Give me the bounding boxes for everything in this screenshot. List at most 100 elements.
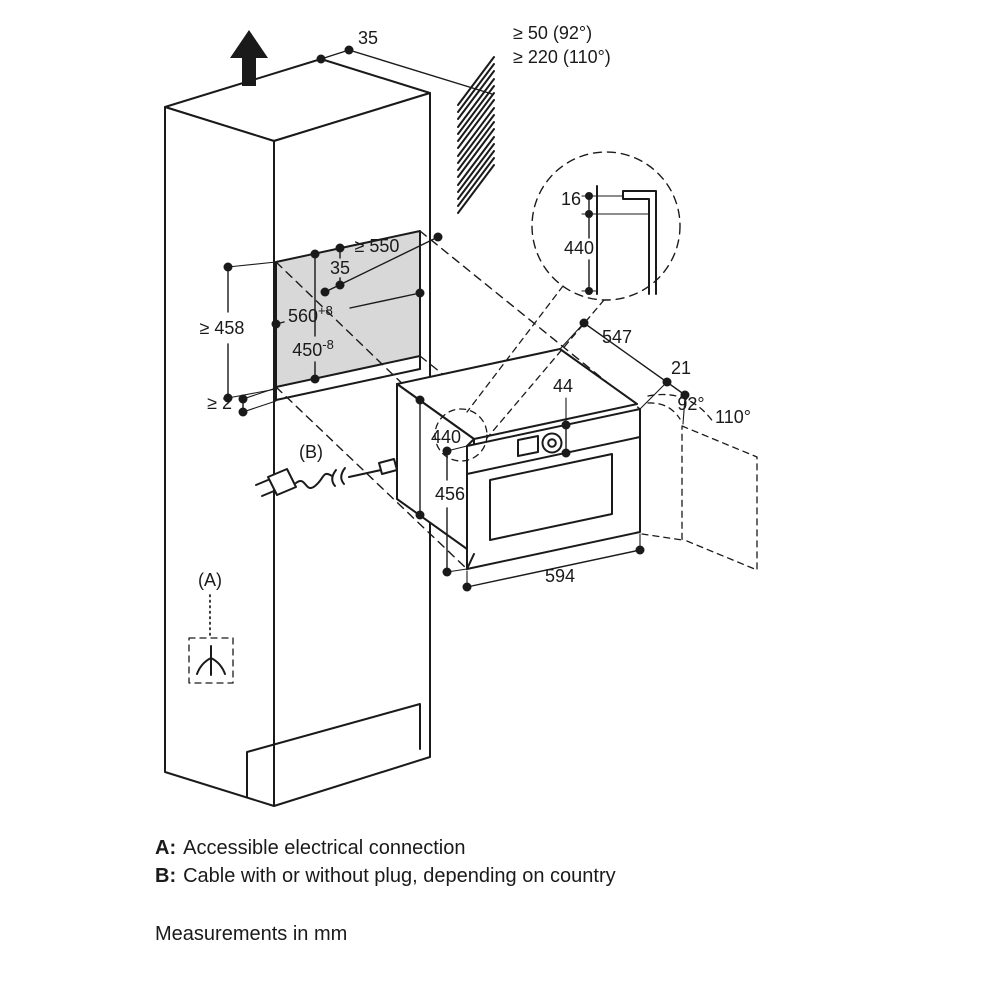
detail-view: 16 440 [434,151,681,462]
dim-top-gap: 35 [316,28,378,64]
detail-inset-label: 16 [561,189,581,209]
dim-top-gap-line [320,49,350,60]
dim-dot [223,262,233,272]
detail-source-circle [434,408,488,462]
door-angle-92-label: 92° [677,394,704,414]
wall-clearance-92-label: ≥ 50 (92°) [513,23,592,43]
dim-dot [462,582,472,592]
wall-clearance-110-label: ≥ 220 (110°) [513,47,611,67]
dim-body-height-label: 440 [431,427,461,447]
dim-niche-height: 450-8 [292,249,334,384]
cabinet-plinth [246,703,421,798]
wall-reference-line [348,49,493,95]
dim-front-panel-label: 456 [435,484,465,504]
dim-dot [415,510,425,520]
oven [396,348,641,570]
units-note: Measurements in mm [155,923,347,945]
dim-control-panel: 44 [553,376,573,458]
footnote-a: A:Accessible electrical connection [155,837,465,859]
plug-prongs [255,479,275,497]
dim-body-height: 440 [415,395,461,520]
door-swing: 92° 110° [641,393,758,571]
control-knob [541,432,563,454]
wall-hatch-lines [457,56,495,214]
legend: A:Accessible electrical connection B:Cab… [155,837,616,945]
dim-bottom-gap: ≥ 2 [207,387,277,417]
dim-depth-label: 547 [602,327,632,347]
door-window [489,453,613,541]
direction-up-arrow-icon [230,30,268,86]
dim-dot [320,287,330,297]
dim-protrusion-label: 21 [671,358,691,378]
cable-connector [378,458,398,475]
control-panel-line [466,436,641,475]
dim-front-height-label: ≥ 458 [200,318,245,338]
dim-dot [223,393,233,403]
door-swing-bottom-line [641,533,683,541]
electrical-connection-icon [196,645,226,676]
dim-dot [585,192,593,200]
cable-break-marks [331,467,346,487]
dim-top-gap-label: 35 [358,28,378,48]
dim-dot [442,446,452,456]
dim-front-height: ≥ 458 [200,261,277,403]
dim-dot [344,45,354,55]
door-open-outline [681,425,758,571]
door-swing-arc-92 [647,402,681,420]
cable-squiggle [295,472,333,489]
dim-front-panel-height: 456 [435,445,468,577]
dim-dot [585,210,593,218]
projection-lines [275,230,641,570]
detail-height-label: 440 [564,238,594,258]
dim-dot [433,232,443,242]
connection-a-label: (A) [198,570,222,590]
detail-connector-lines [466,285,605,439]
dim-width: 594 [462,533,645,592]
cabinet-left-face [164,106,275,807]
dim-dot [415,288,425,298]
dim-width-line [466,549,641,588]
dim-bottom-gap-label: ≥ 2 [207,393,232,413]
door-swing-arc-110 [647,393,715,424]
dim-dot [335,243,345,253]
dim-niche-offset-label: 35 [330,258,350,278]
cable-b-label: (B) [299,442,323,462]
display-panel [517,435,539,457]
cable-b: (B) [255,442,398,497]
detail-circle [531,151,681,301]
connection-a-zone [188,637,234,684]
dim-dot [238,407,248,417]
dim-dot [238,394,248,404]
dim-niche-offset: 35 [330,243,350,290]
cable-line [348,469,382,478]
dim-dot [635,545,645,555]
dim-dot [415,395,425,405]
footnote-b: B:Cable with or without plug, depending … [155,865,616,887]
dim-control-panel-label: 44 [553,376,573,396]
door-angle-110-label: 110° [715,407,751,427]
wall-hatch [348,49,495,214]
dim-dot [335,280,345,290]
control-knob-center [547,438,557,448]
oven-door [466,408,641,570]
dim-dot [310,374,320,384]
correspondence-lines [275,230,641,570]
detail-bracket [622,190,657,295]
dim-dot [662,377,672,387]
dim-dot [310,249,320,259]
tall-cabinet [164,58,431,807]
niche-trim-bottom [275,368,421,401]
dim-niche-depth-label: ≥ 550 [355,236,400,256]
connection-a: (A) [188,570,234,684]
dim-dot [316,54,326,64]
dim-niche-height-label: 450-8 [292,337,334,360]
power-plug-icon [267,468,297,496]
dim-dot [442,567,452,577]
oven-door-edges [466,438,475,570]
dim-width-label: 594 [545,566,575,586]
dim-dot [271,319,281,329]
dim-extension [242,387,277,413]
dim-dot [561,420,571,430]
